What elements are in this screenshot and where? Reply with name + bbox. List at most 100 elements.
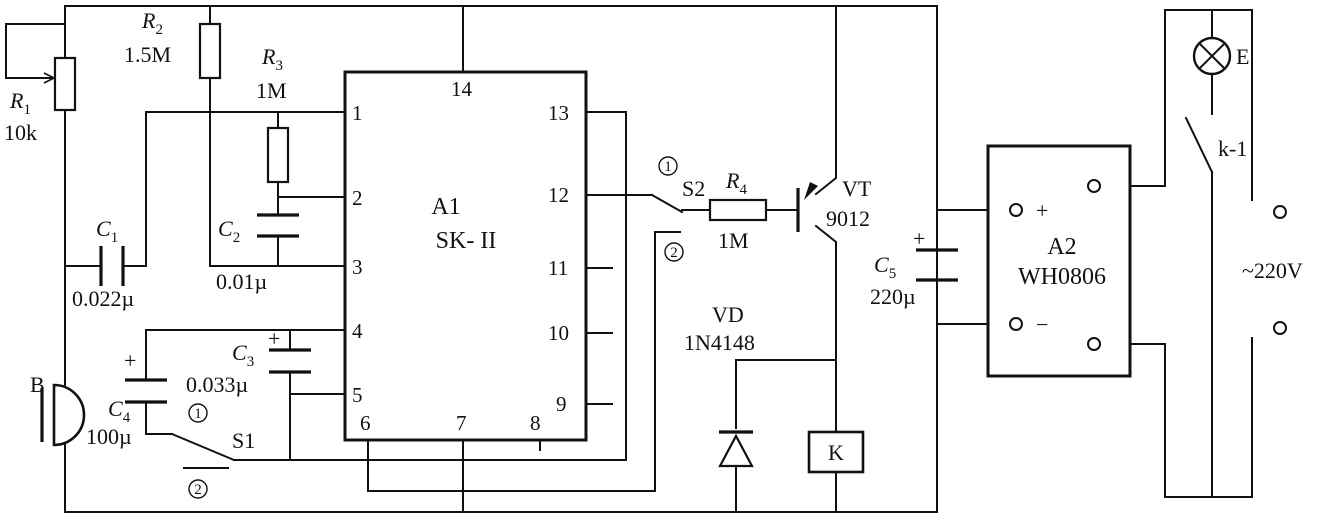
lamp-label: E [1236,44,1249,69]
pin6-wire [367,231,681,492]
mains-terminal-top [1273,205,1287,219]
mic-label: B [30,372,45,397]
s1-pos1-label: 1 [194,406,202,422]
a2-module: + − A2 WH0806 [986,144,1132,378]
c2-value: 0.01µ [216,269,267,294]
r2-resistor: R2 1.5M [124,8,222,80]
c2-capacitor: C2 0.01µ [216,213,299,294]
vt-type: 9012 [826,206,870,231]
a1-pin-11: 11 [548,256,568,280]
a1-pin-5: 5 [352,383,363,407]
r2-body [198,22,222,80]
c1-capacitor: C1 0.022µ [72,216,134,311]
mains-label: ~220V [1242,258,1303,283]
a1-pin-labels: 1 2 3 4 5 6 7 8 9 10 11 12 13 14 [352,77,569,435]
microphone-icon [52,383,86,447]
s2-switch: 1 2 S2 [650,156,705,262]
r4-body [708,198,768,222]
a1-pin-8: 8 [530,411,541,435]
a2-type: WH0806 [1018,264,1106,290]
c3-plus: + [268,326,280,351]
a1-name: A1 [431,194,460,220]
a2-plus-label: + [1036,198,1048,223]
vt-collector-wire [814,224,837,513]
diode-triangle [718,433,754,468]
lamp-e: E [1192,36,1249,76]
mains-220v: ~220V [1242,205,1303,335]
a2-name: A2 [1047,234,1076,260]
s2-blade [650,193,684,214]
r2-value: 1.5M [124,42,171,67]
r4-label: R4 [725,168,747,198]
c5-plus: + [913,226,925,251]
a1-pin-14: 14 [451,77,473,101]
r1-value: 10k [4,120,37,145]
c5-value: 220µ [870,284,916,309]
s2-pos2-circle [664,242,684,262]
c1-label: C1 [96,216,118,246]
a1-pin-10: 10 [548,321,569,345]
r4-resistor: R4 1M [708,168,768,253]
a1-pin-6: 6 [360,411,371,435]
a1-type: SK- II [436,228,497,254]
vt-transistor: VT 9012 [796,176,872,232]
r3-resistor: R3 1M [256,44,290,184]
c2-plates [257,213,299,238]
r1-body [53,56,77,112]
c3-plates [269,348,311,374]
a2-out2-terminal [1087,337,1101,351]
c3-capacitor: + C3 0.033µ [186,326,311,397]
vd-type: 1N4148 [684,330,755,355]
r1-label: R1 [9,88,31,118]
s1-pos1-circle [188,403,208,423]
contact-label: k-1 [1218,136,1247,161]
a1-pin-13: 13 [548,101,569,125]
c4-capacitor: + C4 100µ [86,348,167,449]
mains-terminal-bottom [1273,321,1287,335]
s1-label: S1 [232,428,255,453]
vt-emitter-wire [814,5,837,196]
vt-name: VT [842,176,872,201]
a2-minus-label: − [1036,312,1048,337]
microphone-b: B [30,372,86,447]
a1-body [343,70,588,442]
c1-value: 0.022µ [72,286,134,311]
a2-out-wire [1100,9,1253,498]
s1-pos2-circle [188,479,208,499]
c4-plates [125,378,167,404]
r3-body [266,126,290,184]
a2-body [986,144,1132,378]
relay-coil [807,430,865,474]
c5-capacitor: + C5 220µ [870,226,958,309]
vd-name: VD [712,302,744,327]
contact-k1: k-1 [1184,116,1247,174]
s2-pos2-label: 2 [670,245,678,261]
diode-wire [735,359,837,513]
s2-label: S2 [682,176,705,201]
c3-label: C3 [232,340,254,370]
a1-pin-3: 3 [352,255,363,279]
c3-value: 0.033µ [186,372,248,397]
c1-wire [64,111,346,267]
pins-right-wire [585,194,653,405]
s2-pos1-circle [658,156,678,176]
c4-plus: + [124,348,136,373]
a1-pin-12: 12 [548,183,569,207]
r1-wiper-arrow [43,72,55,84]
relay-k: K [807,430,865,474]
r2-label: R2 [141,8,163,38]
a2-out1-terminal [1087,179,1101,193]
a1-pin-2: 2 [352,186,363,210]
r4-value: 1M [718,228,749,253]
a1-pin-7: 7 [456,411,467,435]
a2-plus-terminal [1009,203,1023,217]
s1-blade [170,432,236,462]
pin4-wire [145,329,346,435]
relay-label: K [828,440,844,465]
contact-blade [1184,116,1214,174]
vt-emitter-arrow [804,182,818,200]
c4-label: C4 [108,396,131,426]
c1-plates [99,246,125,286]
c2-label: C2 [218,216,240,246]
